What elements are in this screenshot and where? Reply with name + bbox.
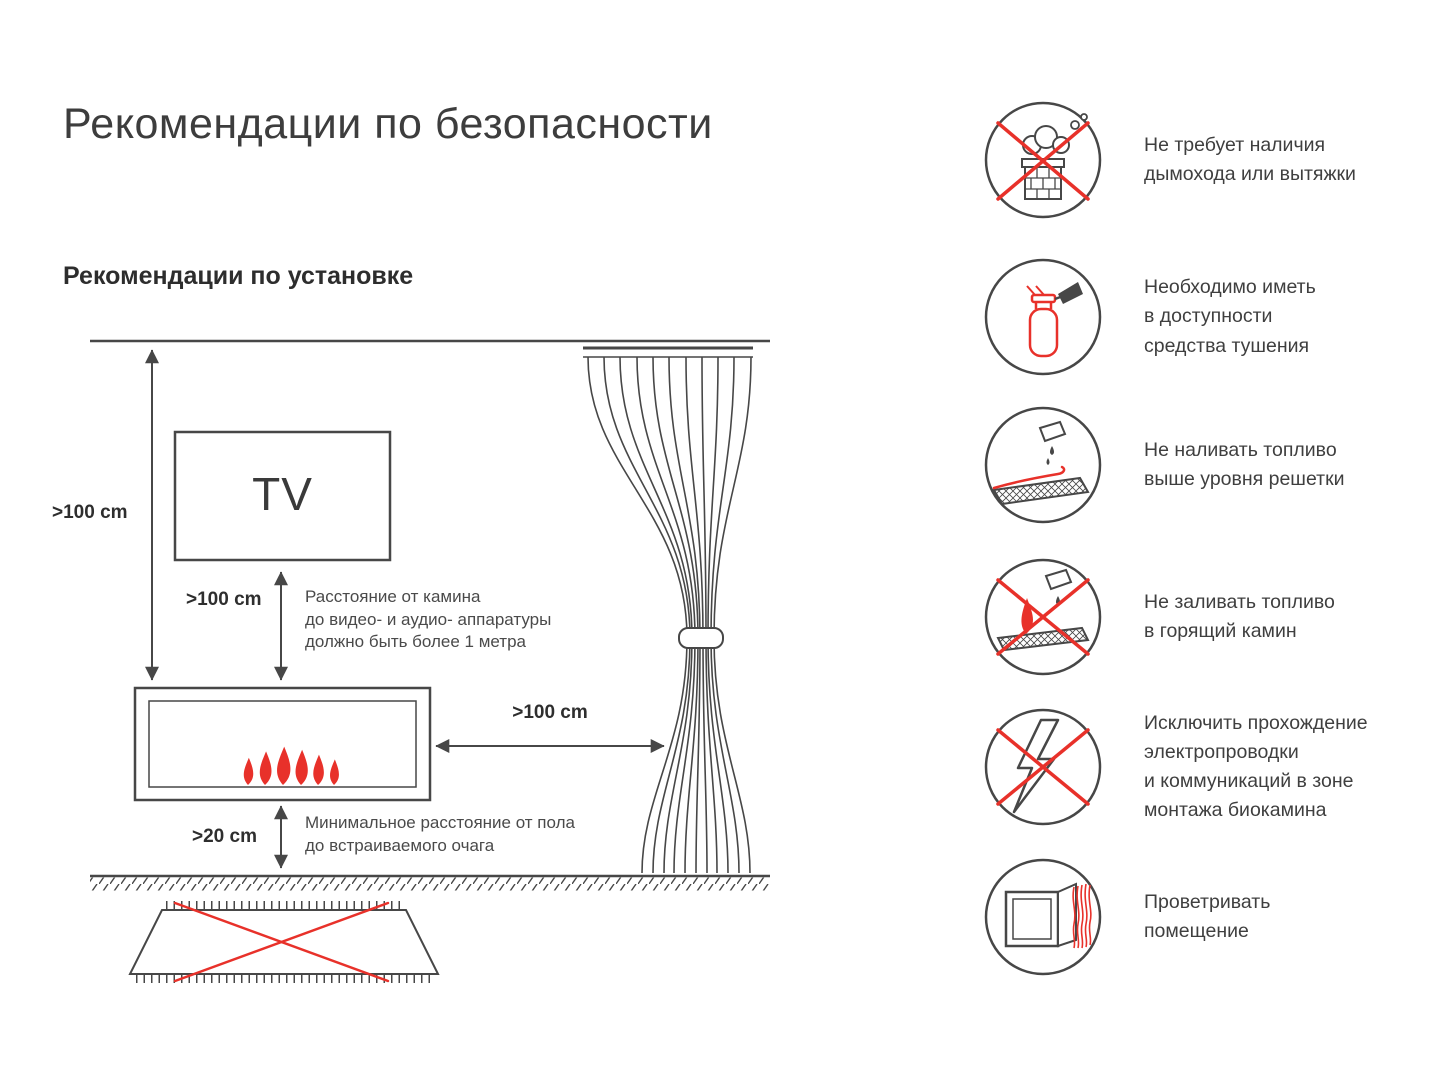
window <box>1004 882 1077 948</box>
floor-hatch <box>90 877 770 891</box>
dim-fireplace-to-curtain: >100 cm <box>512 702 588 723</box>
fireplace <box>133 686 432 802</box>
curtain-breeze <box>1072 883 1092 949</box>
fuel-can <box>1044 568 1073 591</box>
fuel-level-icon <box>984 406 1102 524</box>
fuel-drop <box>1050 446 1054 455</box>
safety-item-text: Не наливать топливо выше уровня решетки <box>1144 438 1345 490</box>
page-title: Рекомендации по безопасности <box>63 100 713 148</box>
brick-chimney <box>1021 158 1065 200</box>
safety-item-text: Не требует наличия дымохода или вытяжки <box>1144 133 1356 185</box>
safety-item-no-wiring: Исключить прохождение электропроводки и … <box>978 702 1440 832</box>
tv-label: TV <box>252 468 313 520</box>
red-cross <box>996 121 1090 201</box>
note-equipment-distance: Расстояние от камина до видео- и аудио- … <box>305 587 552 652</box>
dim-ceiling-to-fireplace: >100 cm <box>52 502 128 523</box>
fuel-can <box>1038 420 1067 443</box>
extinguisher-horn <box>1054 282 1083 304</box>
carpet <box>128 901 440 983</box>
red-cross <box>996 578 1090 656</box>
tv-outline <box>173 430 392 562</box>
fire-extinguisher-icon <box>984 258 1102 376</box>
carpet-cross <box>173 901 390 983</box>
ventilate-icon <box>984 858 1102 976</box>
fuel-level-line <box>992 465 1066 490</box>
safety-item-text: Проветривать помещение <box>1144 890 1271 942</box>
grate <box>992 476 1090 506</box>
curtain <box>583 346 753 874</box>
no-chimney-icon <box>984 101 1102 219</box>
no-refill-burning-icon <box>984 558 1102 676</box>
dim-tv-to-fireplace: >100 cm <box>186 589 262 610</box>
safety-item-text: Исключить прохождение электропроводки и … <box>1144 711 1368 822</box>
safety-item-text: Необходимо иметь в доступности средства … <box>1144 276 1316 357</box>
safety-item-extinguisher: Необходимо иметь в доступности средства … <box>978 252 1440 382</box>
dim-floor-to-fireplace: >20 cm <box>192 826 257 847</box>
safety-item-no-refill-burning: Не заливать топливо в горящий камин <box>978 552 1440 682</box>
extinguisher-body <box>1026 285 1059 358</box>
red-cross <box>996 728 1090 806</box>
curtain-tieback <box>678 627 724 649</box>
no-wiring-icon <box>984 708 1102 826</box>
safety-item-text: Не заливать топливо в горящий камин <box>1144 590 1335 642</box>
lightning-bolt <box>1012 718 1060 814</box>
note-floor-distance: Минимальное расстояние от пола до встраи… <box>305 813 575 855</box>
safety-item-fuel-level: Не наливать топливо выше уровня решетки <box>978 400 1440 530</box>
section-subtitle: Рекомендации по установке <box>63 262 414 290</box>
safety-item-no-chimney: Не требует наличия дымохода или вытяжки <box>978 95 1440 225</box>
fuel-drop-2 <box>1046 458 1050 465</box>
safety-item-ventilate: Проветривать помещение <box>978 852 1440 982</box>
